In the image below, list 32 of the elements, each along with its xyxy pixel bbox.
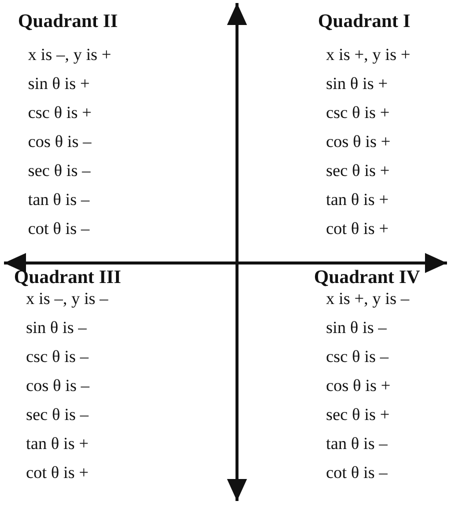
sign-rule: x is +, y is + xyxy=(326,45,410,65)
sign-rule: cos θ is + xyxy=(326,376,390,396)
quadrant-heading: Quadrant II xyxy=(18,12,118,32)
sign-rule: x is –, y is – xyxy=(26,289,108,309)
quadrant-heading: Quadrant IV xyxy=(314,268,420,288)
sign-rule: x is –, y is + xyxy=(28,45,112,65)
sign-rule: tan θ is – xyxy=(326,434,388,454)
sign-rule: sec θ is – xyxy=(28,161,90,181)
sign-rule: cos θ is + xyxy=(326,132,390,152)
quadrant-heading: Quadrant I xyxy=(318,12,410,32)
sign-rule: csc θ is – xyxy=(326,347,388,367)
quadrant-heading: Quadrant III xyxy=(14,268,122,288)
sign-rule: x is +, y is – xyxy=(326,289,410,309)
sign-rule: cot θ is + xyxy=(26,463,89,483)
sign-rule: cot θ is – xyxy=(28,219,90,239)
sign-rule: sin θ is + xyxy=(28,74,90,94)
sign-rule: sec θ is + xyxy=(326,161,390,181)
sign-rule: tan θ is + xyxy=(26,434,89,454)
sign-rule: cot θ is + xyxy=(326,219,389,239)
sign-rule: cot θ is – xyxy=(326,463,388,483)
sign-rule: sec θ is + xyxy=(326,405,390,425)
sign-rule: csc θ is + xyxy=(326,103,390,123)
sign-rule: sec θ is – xyxy=(26,405,88,425)
sign-rule: cos θ is – xyxy=(26,376,90,396)
sign-rule: sin θ is – xyxy=(326,318,387,338)
sign-rule: cos θ is – xyxy=(28,132,92,152)
sign-rule: sin θ is + xyxy=(326,74,388,94)
sign-rule: csc θ is + xyxy=(28,103,92,123)
sign-rule: sin θ is – xyxy=(26,318,87,338)
sign-rule: csc θ is – xyxy=(26,347,88,367)
sign-rule: tan θ is + xyxy=(326,190,389,210)
sign-rule: tan θ is – xyxy=(28,190,90,210)
